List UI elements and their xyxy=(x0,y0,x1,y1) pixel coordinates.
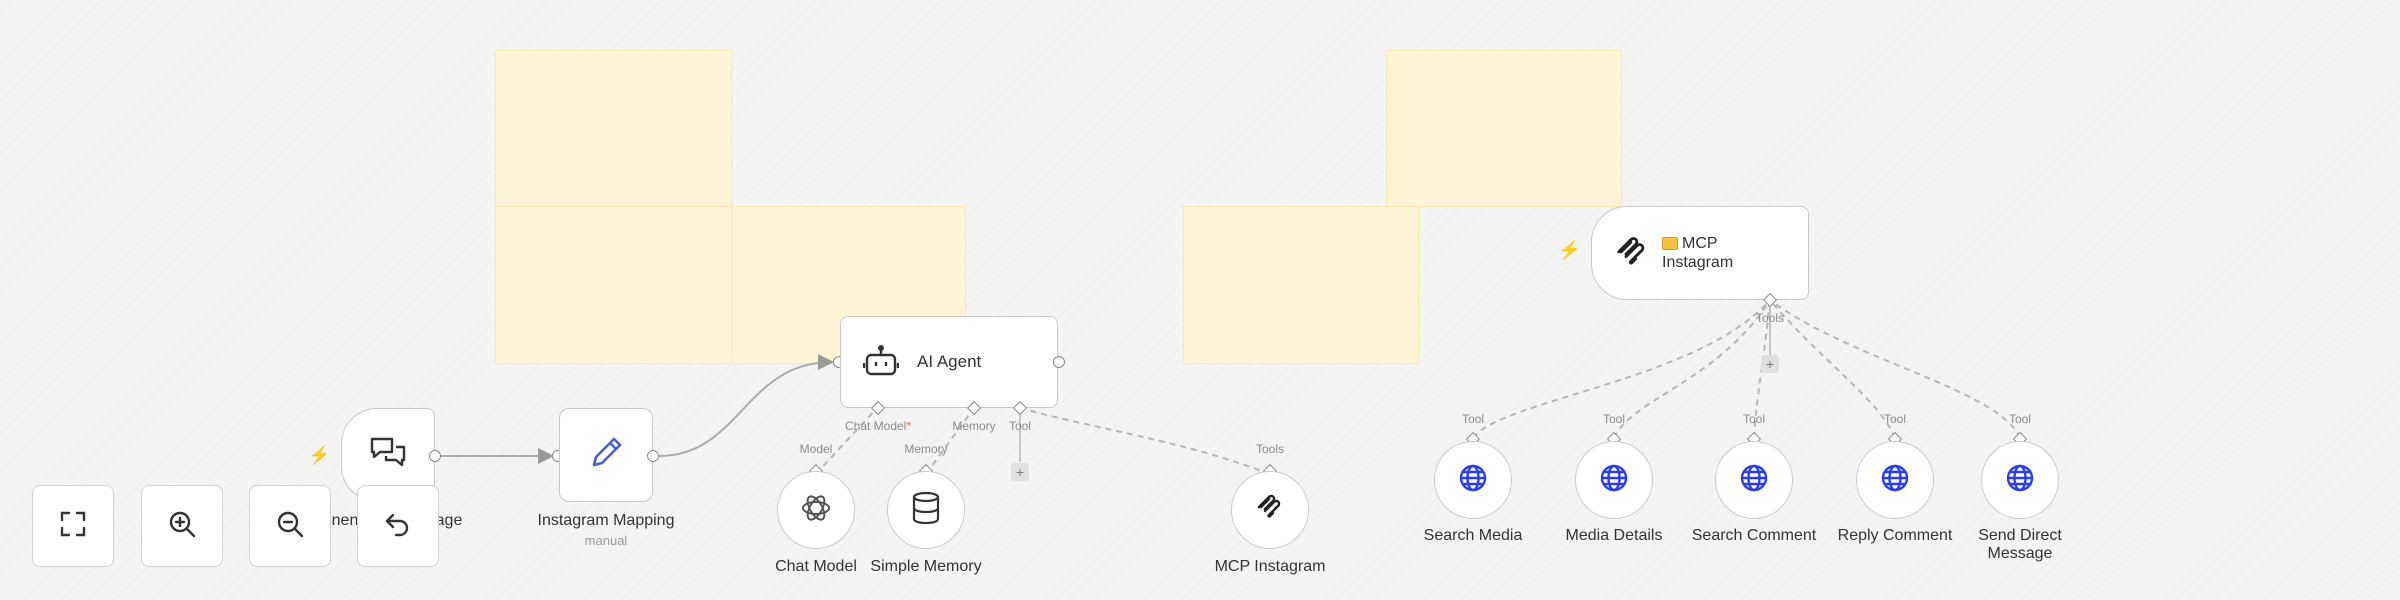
sticky-note[interactable] xyxy=(1386,50,1622,207)
mcp-icon xyxy=(1255,493,1285,528)
trigger-label-left: nen xyxy=(331,512,359,529)
search-media-label: Search Media xyxy=(1423,527,1523,544)
openai-icon xyxy=(798,490,834,531)
reply-comment-label: Reply Comment xyxy=(1837,527,1953,544)
globe-icon xyxy=(1880,463,1910,498)
ai-agent-node[interactable]: AI Agent xyxy=(840,316,1058,408)
agent-tool-port-label: Tool xyxy=(1008,419,1032,433)
globe-icon xyxy=(1599,463,1629,498)
chat-bubbles-icon xyxy=(368,433,408,478)
globe-icon xyxy=(1739,463,1769,498)
mcp-icon xyxy=(1614,235,1650,271)
tool-port-label: Tool xyxy=(1742,412,1766,426)
tool-port-label: Tool xyxy=(2008,412,2032,426)
mapping-output-handle[interactable] xyxy=(647,450,659,462)
chat-model-node[interactable] xyxy=(777,471,855,549)
agent-chatmodel-port-label: Chat Model* xyxy=(844,419,912,433)
send-direct-message-node[interactable] xyxy=(1981,441,2059,519)
simple-memory-label: Simple Memory xyxy=(870,558,982,575)
connection-memory-agent xyxy=(925,407,975,475)
mcp-instagram-tool-label: MCP Instagram xyxy=(1214,558,1326,575)
trigger-output-handle[interactable] xyxy=(429,450,441,462)
mcp-instagram-tool-node[interactable] xyxy=(1231,471,1309,549)
media-details-node[interactable] xyxy=(1575,441,1653,519)
connection-chatmodel-agent xyxy=(815,407,878,475)
tool-port-label: Tool xyxy=(1883,412,1907,426)
trigger-label-right: age xyxy=(435,512,463,529)
reply-comment-node[interactable] xyxy=(1856,441,1934,519)
mcp-server-node[interactable]: MCP Instagram xyxy=(1591,206,1809,300)
zoom-out-icon xyxy=(275,509,305,544)
media-details-label: Media Details xyxy=(1565,527,1663,544)
database-icon xyxy=(910,491,942,530)
robot-icon xyxy=(863,344,899,380)
pencil-icon xyxy=(586,433,626,478)
trigger-bolt-icon: ⚡ xyxy=(308,445,331,465)
zoom-in-button[interactable] xyxy=(141,485,223,567)
instagram-mapping-sublabel: manual xyxy=(584,533,628,548)
instagram-mapping-node[interactable] xyxy=(559,408,653,502)
tool-port-label: Tool xyxy=(1602,412,1626,426)
mcp-server-add-tool-button[interactable]: + xyxy=(1761,355,1779,373)
mcp-server-title-line2: Instagram xyxy=(1662,254,1734,271)
undo-button[interactable] xyxy=(357,485,439,567)
simple-memory-node[interactable] xyxy=(887,471,965,549)
mcp-tool-port-label: Tools xyxy=(1255,442,1285,456)
connection-tool-agent xyxy=(1019,407,1271,475)
mcp-server-tools-port-label: Tools xyxy=(1755,311,1785,325)
search-comment-label: Search Comment xyxy=(1691,527,1817,544)
search-comment-node[interactable] xyxy=(1715,441,1793,519)
undo-icon xyxy=(383,509,413,544)
fit-view-button[interactable] xyxy=(32,485,114,567)
globe-icon xyxy=(2005,463,2035,498)
mcp-server-bolt-icon: ⚡ xyxy=(1558,240,1581,260)
tool-port-label: Tool xyxy=(1461,412,1485,426)
zoom-in-icon xyxy=(167,509,197,544)
agent-output-handle[interactable] xyxy=(1053,356,1065,368)
connection-mapping-agent xyxy=(658,354,834,457)
send-direct-message-label: Send Direct Message xyxy=(1978,527,2062,562)
sticky-note[interactable] xyxy=(1183,206,1419,364)
search-media-node[interactable] xyxy=(1434,441,1512,519)
sticky-note[interactable] xyxy=(495,50,732,207)
chat-model-port-label: Model xyxy=(799,442,833,456)
instagram-mapping-label: Instagram Mapping xyxy=(537,512,675,529)
sticky-note[interactable] xyxy=(495,206,732,364)
mcp-server-title-line1: MCP xyxy=(1682,235,1718,252)
simple-memory-port-label: Memory xyxy=(904,442,948,456)
folder-icon xyxy=(1662,237,1678,251)
ai-agent-label: AI Agent xyxy=(917,352,982,371)
agent-memory-port-label: Memory xyxy=(952,419,996,433)
chat-model-label: Chat Model xyxy=(775,558,857,575)
globe-icon xyxy=(1458,463,1488,498)
fullscreen-icon xyxy=(58,509,88,544)
agent-add-tool-button[interactable]: + xyxy=(1011,463,1029,481)
zoom-out-button[interactable] xyxy=(249,485,331,567)
